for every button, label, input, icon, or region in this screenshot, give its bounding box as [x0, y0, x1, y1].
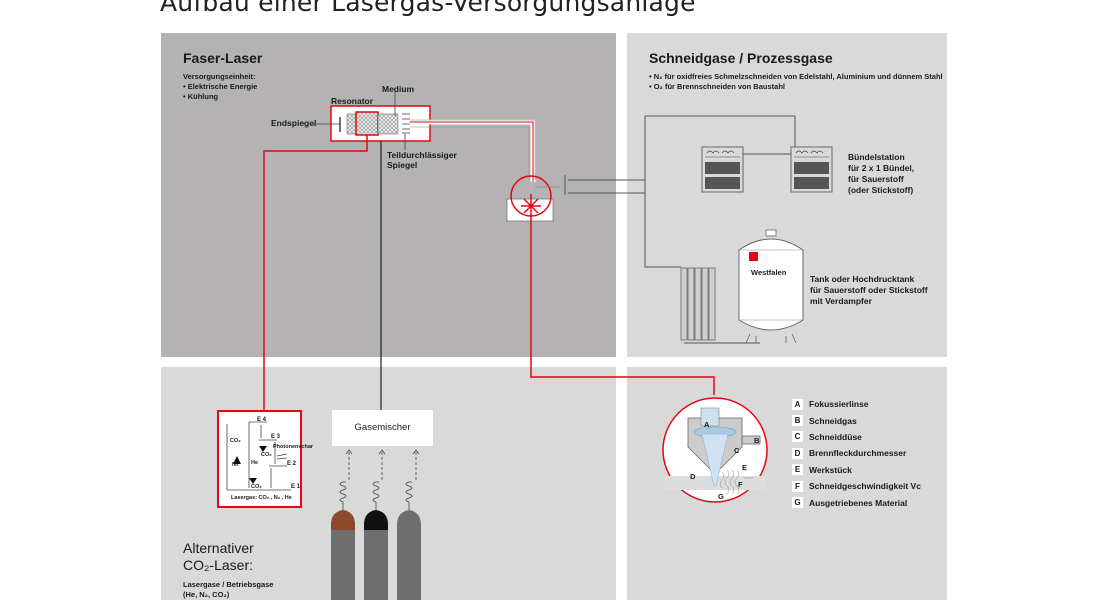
legend-text: Werkstück — [809, 464, 852, 475]
vaporizer-icon — [680, 267, 716, 341]
label-a: A — [704, 420, 710, 429]
tank-label: mit Verdampfer — [810, 296, 872, 306]
co2-heading: Alternativer — [183, 540, 254, 556]
legend-row: D Brennfleckdurchmesser — [792, 445, 921, 461]
legend-row: G Ausgetriebenes Material — [792, 494, 921, 510]
buendel-label: für Sauerstoff — [848, 174, 904, 184]
bundle-station-left — [701, 146, 744, 193]
legend-text: Schneidgas — [809, 415, 857, 426]
legend-text: Schneidgeschwindigkeit Vc — [809, 481, 921, 492]
spiegel-label: Teildurchlässiger — [387, 150, 457, 160]
label-g: G — [718, 492, 724, 501]
legend-key: B — [792, 415, 803, 427]
legend-key: D — [792, 447, 803, 459]
resonator-label: Resonator — [331, 96, 374, 106]
legend-row: E Werkstück — [792, 462, 921, 478]
tank-label: für Sauerstoff oder Stickstoff — [810, 285, 928, 295]
gas-cylinders — [331, 449, 421, 600]
schneid-item: • N₂ für oxidfreies Schmelzschneiden von… — [649, 72, 943, 81]
legend-row: F Schneidgeschwindigkeit Vc — [792, 478, 921, 494]
co2-gases-label: (He, N₂, CO₂) — [183, 590, 230, 599]
westfalen-logo-icon — [749, 252, 758, 261]
legend-key: E — [792, 464, 803, 476]
legend-row: A Fokussierlinse — [792, 396, 921, 412]
legend-key: F — [792, 480, 803, 492]
cylinder-brown — [331, 510, 355, 600]
red-connector-cutting — [530, 218, 715, 395]
he-label: He — [251, 460, 259, 466]
arrow-down — [259, 446, 267, 452]
laser-head-unit — [506, 175, 560, 222]
legend-text: Ausgetriebenes Material — [809, 497, 908, 508]
label-b: B — [754, 436, 760, 445]
schneid-heading: Schneidgase / Prozessgase — [649, 50, 833, 66]
lasergas-footer: Lasergas: CO₂ , N₂ , He — [231, 495, 292, 501]
co2-gases-label: Lasergase / Betriebsgase — [183, 580, 274, 589]
spiegel-label: Spiegel — [387, 160, 418, 170]
co2-label: CO₂ — [251, 484, 262, 490]
legend-key: A — [792, 398, 803, 410]
endspiegel-label: Endspiegel — [271, 118, 317, 128]
legend-text: Schneiddüse — [809, 431, 862, 442]
schneid-item: • O₂ für Brennschneiden von Baustahl — [649, 82, 785, 91]
legend-text: Fokussierlinse — [809, 399, 869, 410]
cylinder-black — [364, 510, 388, 600]
label-c: C — [734, 446, 740, 455]
storage-tank — [738, 229, 804, 344]
co2-heading: CO₂-Laser: — [183, 557, 254, 573]
legend-key: G — [792, 497, 803, 509]
supply-item: • Kühlung — [183, 92, 219, 101]
arrow-down — [249, 478, 257, 484]
cutting-head-detail — [662, 397, 768, 503]
energy-diagram-svg — [226, 421, 291, 491]
supply-item: • Elektrische Energie — [183, 82, 258, 91]
focus-star-icon — [521, 194, 541, 218]
gas-mixer-box: Gasemischer — [332, 410, 433, 446]
e2-label: E 2 — [287, 461, 297, 467]
arrow-up — [233, 456, 241, 464]
red-connector-energy — [263, 135, 368, 410]
faser-heading: Faser-Laser — [183, 50, 263, 66]
legend-text: Brennfleckdurchmesser — [809, 448, 907, 459]
photon-label: Photonenschar — [273, 444, 314, 450]
legend-row: B Schneidgas — [792, 412, 921, 428]
legend-row: C Schneiddüse — [792, 429, 921, 445]
medium-label: Medium — [382, 84, 415, 94]
gas-mixer-label: Gasemischer — [354, 422, 411, 433]
buendel-label: für 2 x 1 Bündel, — [848, 163, 915, 173]
n2-label: N₂ — [232, 462, 239, 468]
e4-label: E 4 — [257, 417, 267, 423]
energy-level-diagram: E 4 E 3 E 2 E 1 CO₂ N₂ He CO₂ CO₂ Photon… — [217, 410, 313, 508]
buendel-label: Bündelstation — [848, 152, 905, 162]
cutting-head-legend: A Fokussierlinse B Schneidgas C Schneiddüse… — [792, 396, 921, 511]
buendel-label: (oder Stickstoff) — [848, 185, 914, 195]
laser-beam-path — [410, 119, 536, 182]
medium-segment — [377, 113, 399, 135]
label-e: E — [742, 463, 748, 472]
page-title: Aufbau einer Lasergas-Versorgungsanlage — [160, 0, 696, 17]
bundle-station-right — [790, 146, 833, 193]
tank-brand: Westfalen — [751, 268, 787, 277]
e1-label: E 1 — [291, 484, 301, 490]
partial-mirror-icon — [402, 113, 410, 150]
panel-faser-laser — [161, 33, 616, 357]
cylinder-gray — [397, 510, 421, 600]
e3-label: E 3 — [271, 434, 281, 440]
co2-label: CO₂ — [261, 452, 272, 458]
supply-label: Versorgungseinheit: — [183, 72, 256, 81]
co2-label: CO₂ — [230, 438, 241, 444]
tank-label: Tank oder Hochdrucktank — [810, 274, 915, 284]
medium-segment-highlight — [355, 111, 379, 136]
label-d: D — [690, 472, 696, 481]
label-f: F — [738, 480, 743, 489]
resonator — [310, 92, 431, 150]
legend-key: C — [792, 431, 803, 443]
